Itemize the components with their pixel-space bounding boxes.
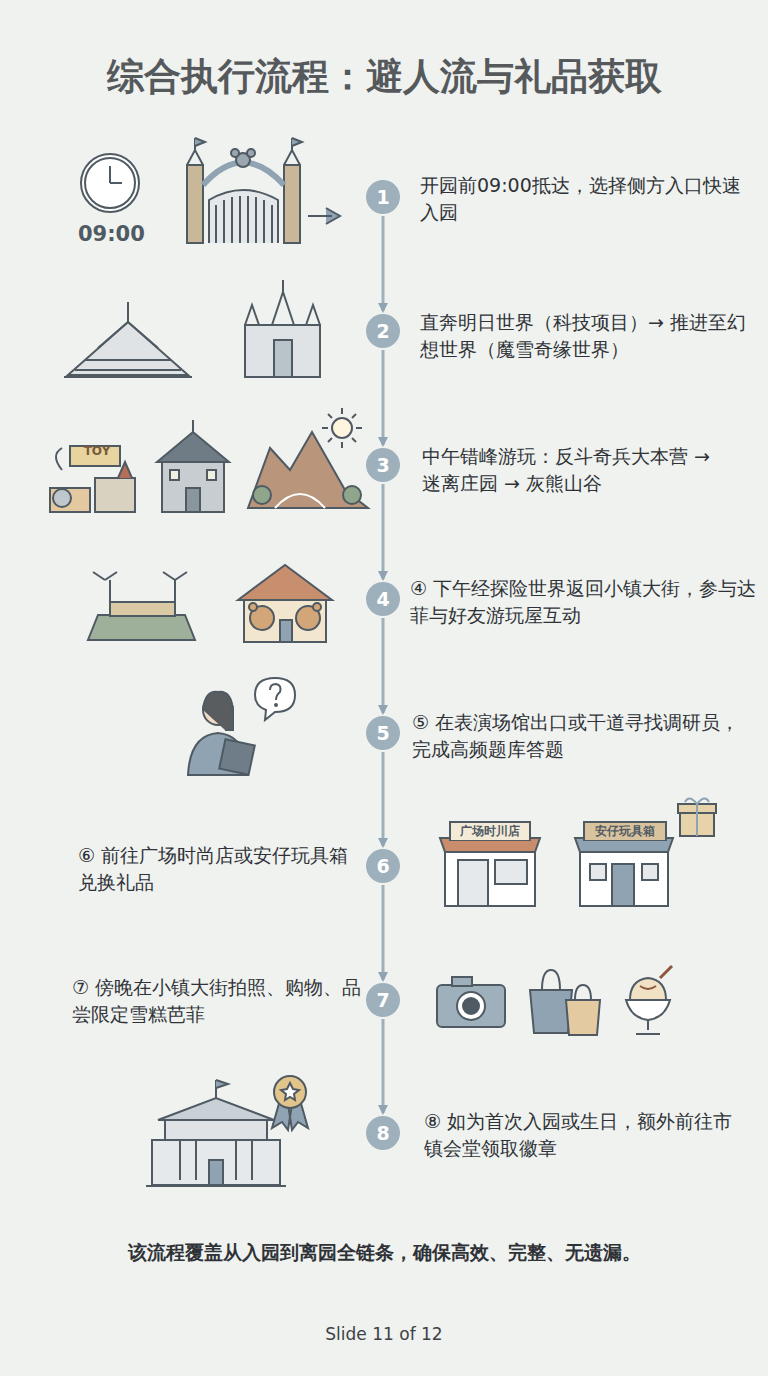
toy-sign: TOY [74, 443, 120, 460]
step-text: ⑧ 如为首次入园或生日，额外前往市镇会堂领取徽章 [424, 1108, 744, 1162]
flow-arrow [382, 350, 385, 445]
step-circle: 5 [366, 716, 400, 750]
step-text: ⑦ 傍晚在小镇大街拍照、购物、品尝限定雪糕芭菲 [72, 974, 372, 1028]
step-text: ⑤ 在表演场馆出口或干道寻找调研员，完成高频题库答题 [412, 709, 742, 763]
step-circle: 1 [366, 180, 400, 214]
title: 综合执行流程：避人流与礼品获取 [20, 52, 748, 102]
step-number: 7 [376, 991, 389, 1010]
flow-arrow [382, 216, 385, 311]
slide-number: Slide 11 of 12 [20, 1322, 748, 1346]
step-circle: 4 [366, 582, 400, 616]
time-label: 09:00 [78, 220, 142, 250]
caption: 该流程覆盖从入园到离园全链条，确保高效、完整、无遗漏。 [20, 1240, 748, 1266]
step-circle: 8 [366, 1116, 400, 1150]
step-number: 3 [376, 456, 389, 475]
step-circle: 3 [366, 448, 400, 482]
flow-arrow [382, 618, 385, 713]
flow-arrow [382, 885, 385, 980]
flow-arrow [382, 752, 385, 846]
shop-sign: 广场时川店 [451, 823, 529, 840]
step-number: 5 [376, 724, 389, 743]
flow-arrow [382, 1019, 385, 1113]
step-number: 8 [376, 1124, 389, 1143]
step-text: ④ 下午经探险世界返回小镇大街，参与达菲与好友游玩屋互动 [410, 575, 760, 629]
step-circle: 6 [366, 849, 400, 883]
step-number: 2 [376, 322, 389, 341]
step-number: 4 [376, 590, 389, 609]
flow-arrow [382, 484, 385, 579]
shop-sign: 安仔玩具箱 [585, 823, 665, 840]
step-text: 中午错峰游玩：反斗奇兵大本营 → 迷离庄园 → 灰熊山谷 [422, 443, 732, 497]
step-circle: 7 [366, 983, 400, 1017]
step-text: 开园前09:00抵达，选择侧方入口快速入园 [420, 172, 750, 226]
step-circle: 2 [366, 314, 400, 348]
step-number: 1 [376, 188, 389, 207]
step-text: ⑥ 前往广场时尚店或安仔玩具箱兑换礼品 [78, 842, 363, 896]
step-number: 6 [376, 857, 389, 876]
step-text: 直奔明日世界（科技项目）→ 推进至幻想世界（魔雪奇缘世界） [420, 309, 755, 363]
